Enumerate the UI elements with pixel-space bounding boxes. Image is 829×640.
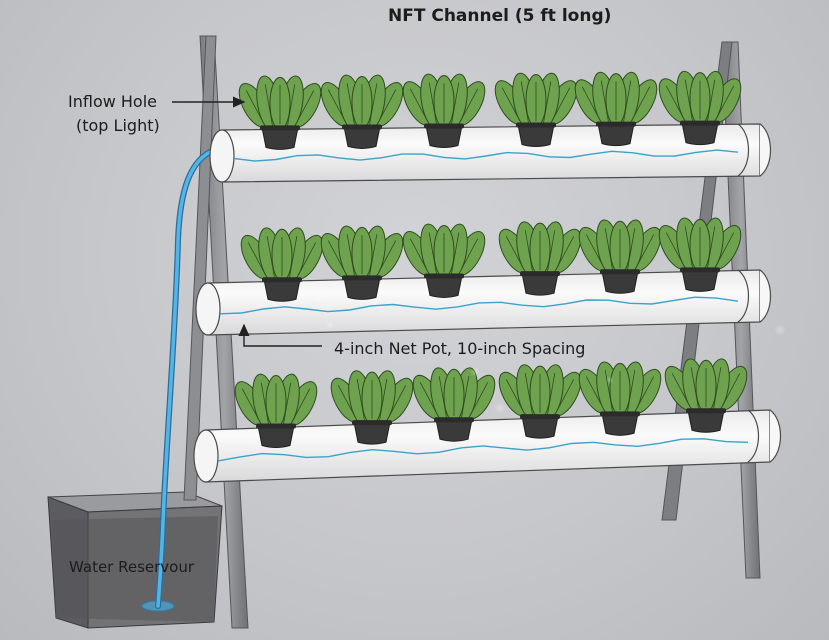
- net-pot-rim: [680, 267, 720, 273]
- lettuce-plant: [234, 373, 318, 449]
- reservoir-label: Water Reservour: [69, 558, 195, 576]
- net-pot: [687, 409, 725, 433]
- net-pot-rim: [680, 120, 720, 126]
- inflow-hole-sublabel: (top Light): [76, 116, 160, 135]
- net-pot: [521, 415, 559, 439]
- pipe-end-cap-left: [193, 429, 219, 483]
- net-pot: [681, 122, 719, 146]
- net-pot: [435, 418, 473, 442]
- bottom-channel: [193, 358, 781, 483]
- net-pot-rim: [516, 122, 556, 128]
- lettuce-plant: [320, 225, 404, 300]
- lettuce-plant: [494, 72, 578, 147]
- lettuce-plant: [412, 367, 496, 442]
- pipe-end-cap-right: [769, 409, 781, 463]
- net-pot-rim: [256, 423, 296, 429]
- pipe-end-cap-left: [209, 129, 235, 183]
- lettuce-plant: [498, 364, 582, 439]
- lettuce-plant: [330, 370, 414, 445]
- net-pot-rim: [262, 277, 302, 283]
- lettuce-plant: [498, 221, 582, 296]
- net-pot: [343, 276, 381, 300]
- pipe-end-cap-left: [195, 282, 221, 336]
- net-pot: [597, 123, 635, 147]
- lettuce-plant: [578, 219, 662, 294]
- net-pot: [343, 125, 381, 149]
- pipe-cap-ring: [737, 123, 749, 177]
- diagram-title: NFT Channel (5 ft long): [388, 6, 612, 26]
- lettuce-plant: [574, 71, 658, 147]
- net-pot: [425, 125, 463, 149]
- net-pot-label: 4-inch Net Pot, 10-inch Spacing: [334, 339, 586, 358]
- lettuce-plant: [658, 70, 742, 146]
- net-pot-rim: [596, 121, 636, 127]
- net-pot-rim: [600, 269, 640, 275]
- mist-particles: [313, 295, 786, 414]
- net-pot: [521, 272, 559, 296]
- net-pot: [517, 123, 555, 147]
- pipe-body: [221, 123, 761, 183]
- net-pot-rim: [424, 123, 464, 129]
- net-pot-rim: [342, 275, 382, 281]
- top-channel: [209, 70, 771, 183]
- net-pot: [257, 425, 295, 449]
- pipe-cap-ring: [747, 409, 759, 463]
- net-pot: [261, 126, 299, 150]
- net-pot: [601, 270, 639, 294]
- lettuce-plant: [658, 217, 742, 292]
- lettuce-plant: [402, 223, 486, 298]
- net-pot-rim: [342, 124, 382, 130]
- net-pot-rim: [434, 417, 474, 423]
- inflow-hole-label: Inflow Hole: [68, 92, 158, 111]
- net-pot-arrow: [238, 323, 322, 347]
- water-flow-line: [219, 296, 739, 315]
- net-pot-rim: [600, 411, 640, 417]
- water-flow-line: [217, 438, 749, 462]
- net-pot-rim: [424, 273, 464, 279]
- lettuce-plant: [240, 227, 324, 302]
- net-pot: [601, 412, 639, 436]
- net-pot-rim: [686, 408, 726, 414]
- net-pot-rim: [260, 125, 300, 131]
- net-pot-rim: [352, 420, 392, 426]
- pipe-cap-ring: [737, 269, 749, 323]
- lettuce-plant: [320, 74, 404, 149]
- net-pot: [425, 274, 463, 298]
- net-pot-rim: [520, 414, 560, 420]
- lettuce-plant: [664, 358, 748, 433]
- pipe-end-cap-right: [759, 123, 771, 177]
- lettuce-plant: [402, 73, 486, 149]
- net-pot-rim: [520, 271, 560, 277]
- water-flow-line: [233, 149, 739, 162]
- pipe-end-cap-right: [759, 269, 771, 323]
- net-pot: [353, 421, 391, 445]
- lettuce-plant: [238, 75, 322, 150]
- net-pot: [681, 268, 719, 292]
- water-reservoir: [47, 491, 223, 629]
- lettuce-plant: [578, 361, 662, 436]
- net-pot: [263, 278, 301, 302]
- middle-channel: [195, 217, 771, 336]
